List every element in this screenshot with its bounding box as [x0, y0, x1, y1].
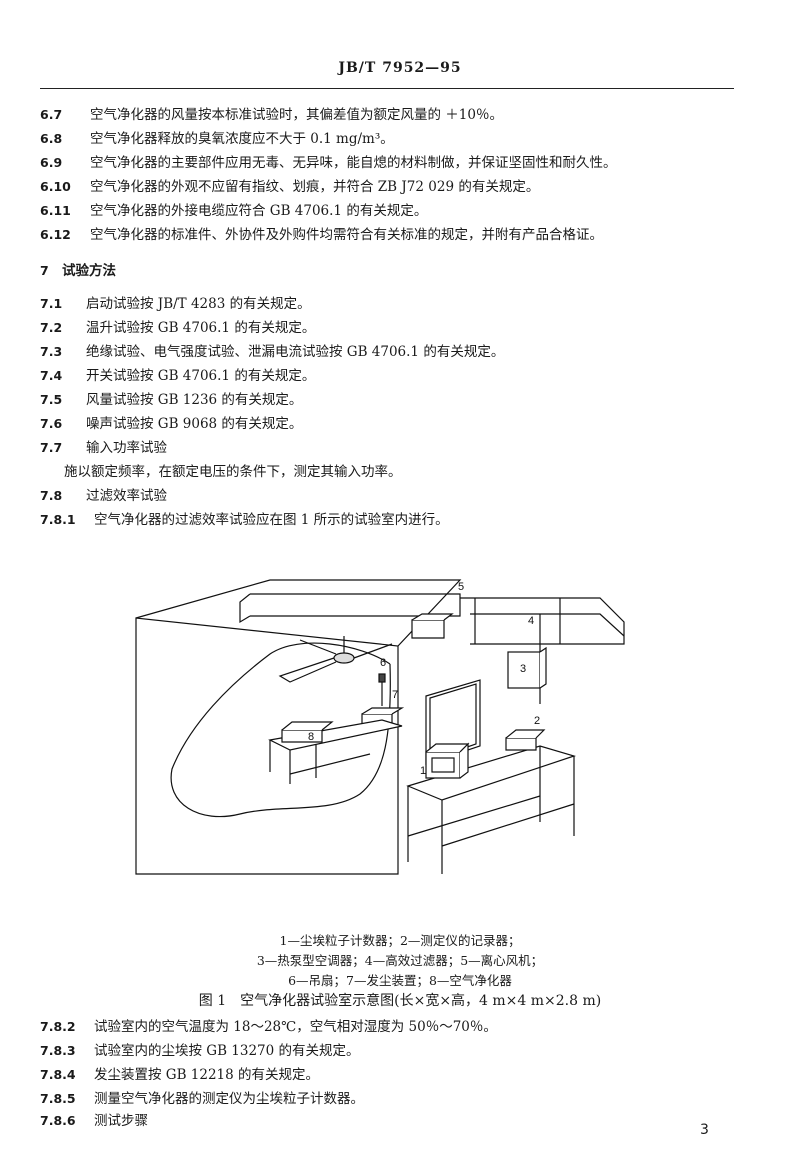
clause-6-12: 6.12 空气净化器的标准件、外协件及外购件均需符合有关标准的规定，并附有产品合格… — [40, 226, 603, 244]
clause-7-1: 7.1 启动试验按 JB/T 4283 的有关规定。 — [40, 295, 311, 313]
clause-6-10: 6.10 空气净化器的外观不应留有指纹、划痕，并符合 ZB J72 029 的有关… — [40, 178, 539, 196]
figure-label-1: 1 — [420, 765, 426, 777]
clause-number: 6.8 — [40, 131, 63, 146]
clause-number: 7.8 — [40, 488, 63, 503]
clause-number: 7.8.4 — [40, 1067, 76, 1082]
clause-text: 发尘装置按 GB 12218 的有关规定。 — [94, 1067, 320, 1083]
section-heading: 7 试验方法 — [40, 262, 116, 280]
clause-text: 试验室内的尘埃按 GB 13270 的有关规定。 — [94, 1043, 360, 1059]
clause-7-7-body: 施以额定频率，在额定电压的条件下，测定其输入功率。 — [64, 464, 402, 480]
air-duct — [239, 593, 625, 645]
clause-6-8: 6.8 空气净化器释放的臭氧浓度应不大于 0.1 mg/m³。 — [40, 130, 394, 148]
particle-counter — [425, 742, 470, 779]
clause-text: 空气净化器的外观不应留有指纹、划痕，并符合 ZB J72 029 的有关规定。 — [90, 179, 540, 195]
clause-number: 7.8.5 — [40, 1091, 76, 1106]
clause-7-4: 7.4 开关试验按 GB 4706.1 的有关规定。 — [40, 367, 315, 385]
clause-number: 7.8.6 — [40, 1113, 76, 1128]
clause-7-8-3: 7.8.3 试验室内的尘埃按 GB 13270 的有关规定。 — [40, 1042, 360, 1060]
air-purifier — [281, 721, 334, 743]
clause-7-8-6: 7.8.6 测试步骤 — [40, 1112, 148, 1130]
clause-text: 噪声试验按 GB 9068 的有关规定。 — [86, 416, 303, 432]
clause-text: 空气净化器释放的臭氧浓度应不大于 0.1 mg/m³。 — [90, 131, 394, 147]
clause-7-7: 7.7 输入功率试验 — [40, 439, 167, 457]
clause-text: 试验室内的空气温度为 18～28℃，空气相对湿度为 50％～70％。 — [94, 1019, 497, 1035]
figure-legend-line-2: 3—热泵型空调器；4—高效过滤器；5—离心风机； — [256, 953, 544, 968]
clause-text: 启动试验按 JB/T 4283 的有关规定。 — [86, 296, 311, 312]
clause-text: 过滤效率试验 — [86, 488, 167, 504]
figure-label-2: 2 — [534, 715, 540, 727]
clause-number: 7.3 — [40, 344, 63, 359]
clause-text: 空气净化器的过滤效率试验应在图 1 所示的试验室内进行。 — [94, 512, 449, 528]
recorder — [505, 729, 546, 751]
ceiling-fan — [278, 636, 393, 683]
figure-legend-line-1: 1—尘埃粒子计数器；2—测定仪的记录器； — [279, 933, 521, 948]
figure-label-4: 4 — [528, 615, 534, 627]
figure-label-3: 3 — [520, 663, 526, 675]
page-number: 3 — [700, 1122, 709, 1138]
clause-number: 7.2 — [40, 320, 63, 335]
section-title: 试验方法 — [62, 263, 116, 279]
fan-motor-box — [411, 613, 454, 639]
clause-number: 6.10 — [40, 179, 71, 194]
clause-number: 6.7 — [40, 107, 63, 122]
clause-7-5: 7.5 风量试验按 GB 1236 的有关规定。 — [40, 391, 302, 409]
clause-text: 输入功率试验 — [86, 440, 167, 456]
document-header: JB/T 7952—95 — [338, 60, 462, 76]
clause-6-7: 6.7 空气净化器的风量按本标准试验时，其偏差值为额定风量的 ＋10％。 — [40, 106, 503, 124]
clause-text: 风量试验按 GB 1236 的有关规定。 — [86, 392, 303, 408]
clause-number: 7.7 — [40, 440, 63, 455]
room-walls — [135, 579, 541, 875]
clause-7-2: 7.2 温升试验按 GB 4706.1 的有关规定。 — [40, 319, 315, 337]
clause-number: 6.12 — [40, 227, 71, 242]
clause-6-9: 6.9 空气净化器的主要部件应用无毒、无异味，能自熄的材料制做，并保证坚固性和耐久… — [40, 154, 617, 172]
clause-7-6: 7.6 噪声试验按 GB 9068 的有关规定。 — [40, 415, 302, 433]
clause-6-11: 6.11 空气净化器的外接电缆应符合 GB 4706.1 的有关规定。 — [40, 202, 427, 220]
figure-label-6: 6 — [380, 657, 386, 669]
test-room-figure: 1 2 3 4 5 6 7 8 — [135, 579, 625, 875]
clause-7-8-4: 7.8.4 发尘装置按 GB 12218 的有关规定。 — [40, 1066, 319, 1084]
clause-7-3: 7.3 绝缘试验、电气强度试验、泄漏电流试验按 GB 4706.1 的有关规定。 — [40, 343, 504, 361]
clause-text: 空气净化器的风量按本标准试验时，其偏差值为额定风量的 ＋10％。 — [90, 107, 503, 123]
clause-number: 7.1 — [40, 296, 63, 311]
header-rule — [40, 88, 734, 89]
clause-7-8-2: 7.8.2 试验室内的空气温度为 18～28℃，空气相对湿度为 50％～70％。 — [40, 1018, 497, 1036]
figure-label-8: 8 — [308, 731, 314, 743]
clause-text: 空气净化器的外接电缆应符合 GB 4706.1 的有关规定。 — [90, 203, 428, 219]
clause-text: 空气净化器的主要部件应用无毒、无异味，能自熄的材料制做，并保证坚固性和耐久性。 — [90, 155, 617, 171]
clause-text: 温升试验按 GB 4706.1 的有关规定。 — [86, 320, 316, 336]
figure-legend-line-3: 6—吊扇；7—发尘装置；8—空气净化器 — [288, 973, 512, 988]
clause-7-8-5: 7.8.5 测量空气净化器的测定仪为尘埃粒子计数器。 — [40, 1090, 364, 1108]
clause-number: 7.8.2 — [40, 1019, 76, 1034]
clause-text: 测试步骤 — [94, 1113, 148, 1129]
clause-text: 测量空气净化器的测定仪为尘埃粒子计数器。 — [94, 1091, 364, 1107]
clause-number: 7.4 — [40, 368, 63, 383]
clause-number: 7.5 — [40, 392, 63, 407]
air-conditioner — [507, 646, 547, 689]
clause-number: 6.9 — [40, 155, 63, 170]
wall-panel — [425, 679, 481, 765]
clause-number: 7.6 — [40, 416, 63, 431]
clause-number: 7.8.1 — [40, 512, 76, 527]
figure-label-5: 5 — [458, 581, 464, 593]
clause-text: 绝缘试验、电气强度试验、泄漏电流试验按 GB 4706.1 的有关规定。 — [86, 344, 505, 360]
section-number: 7 — [40, 263, 49, 278]
clause-7-8-1: 7.8.1 空气净化器的过滤效率试验应在图 1 所示的试验室内进行。 — [40, 511, 449, 529]
clause-text: 开关试验按 GB 4706.1 的有关规定。 — [86, 368, 316, 384]
figure-title: 图 1 空气净化器试验室示意图(长×宽×高，4 m×4 m×2.8 m) — [198, 993, 602, 1009]
figure-label-7: 7 — [392, 689, 398, 701]
right-table — [406, 745, 577, 874]
clause-number: 6.11 — [40, 203, 71, 218]
clause-7-8: 7.8 过滤效率试验 — [40, 487, 167, 505]
clause-text: 空气净化器的标准件、外协件及外购件均需符合有关标准的规定，并附有产品合格证。 — [90, 227, 603, 243]
clause-number: 7.8.3 — [40, 1043, 76, 1058]
